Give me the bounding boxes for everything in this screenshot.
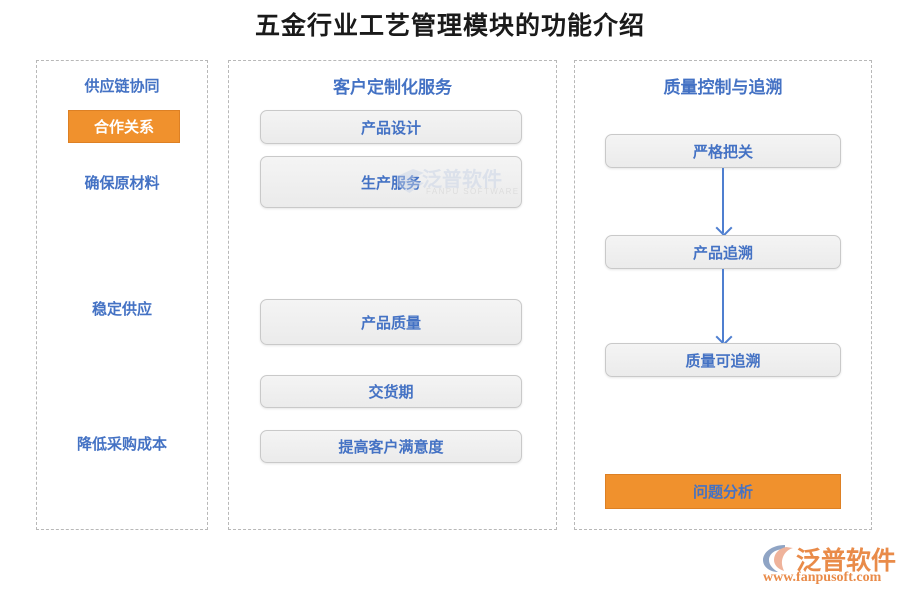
customization-box-product-quality[interactable]: 产品质量 [260, 299, 522, 345]
panel-supply-chain: 供应链协同 [36, 60, 208, 530]
customization-box-delivery-time[interactable]: 交货期 [260, 375, 522, 408]
arrow-strict-check-to-traceability [722, 168, 724, 233]
supply-chain-cooperation-button[interactable]: 合作关系 [68, 110, 180, 143]
customization-box-production-service[interactable]: 生产服务 [260, 156, 522, 208]
supply-chain-label-stable-supply: 稳定供应 [91, 301, 152, 318]
fanpu-logo-icon [763, 545, 793, 572]
customization-box-customer-satisfaction[interactable]: 提高客户满意度 [260, 430, 522, 463]
quality-box-product-traceability[interactable]: 产品追溯 [605, 235, 841, 269]
panel-quality-control-title: 质量控制与追溯 [663, 78, 783, 97]
arrow-traceability-to-quality-trace [722, 269, 724, 342]
panel-quality-control: 质量控制与追溯 [574, 60, 872, 530]
fanpu-logo-cn-text: 泛普软件 [796, 547, 897, 575]
supply-chain-label-raw-material: 确保原材料 [84, 175, 160, 192]
quality-box-strict-check[interactable]: 严格把关 [605, 134, 841, 168]
quality-box-quality-traceable[interactable]: 质量可追溯 [605, 343, 841, 377]
fanpu-logo-url: www.fanpusoft.com [763, 570, 882, 585]
panel-customization: 客户定制化服务 [228, 60, 557, 530]
quality-problem-analysis-button[interactable]: 问题分析 [605, 474, 841, 509]
panel-customization-title: 客户定制化服务 [333, 78, 452, 97]
fanpu-logo: 泛普软件 www.fanpusoft.com [762, 541, 896, 589]
panel-supply-chain-title: 供应链协同 [84, 78, 160, 95]
customization-box-product-design[interactable]: 产品设计 [260, 110, 522, 144]
supply-chain-label-reduce-cost: 降低采购成本 [76, 436, 167, 453]
page-title: 五金行业工艺管理模块的功能介绍 [254, 13, 645, 40]
